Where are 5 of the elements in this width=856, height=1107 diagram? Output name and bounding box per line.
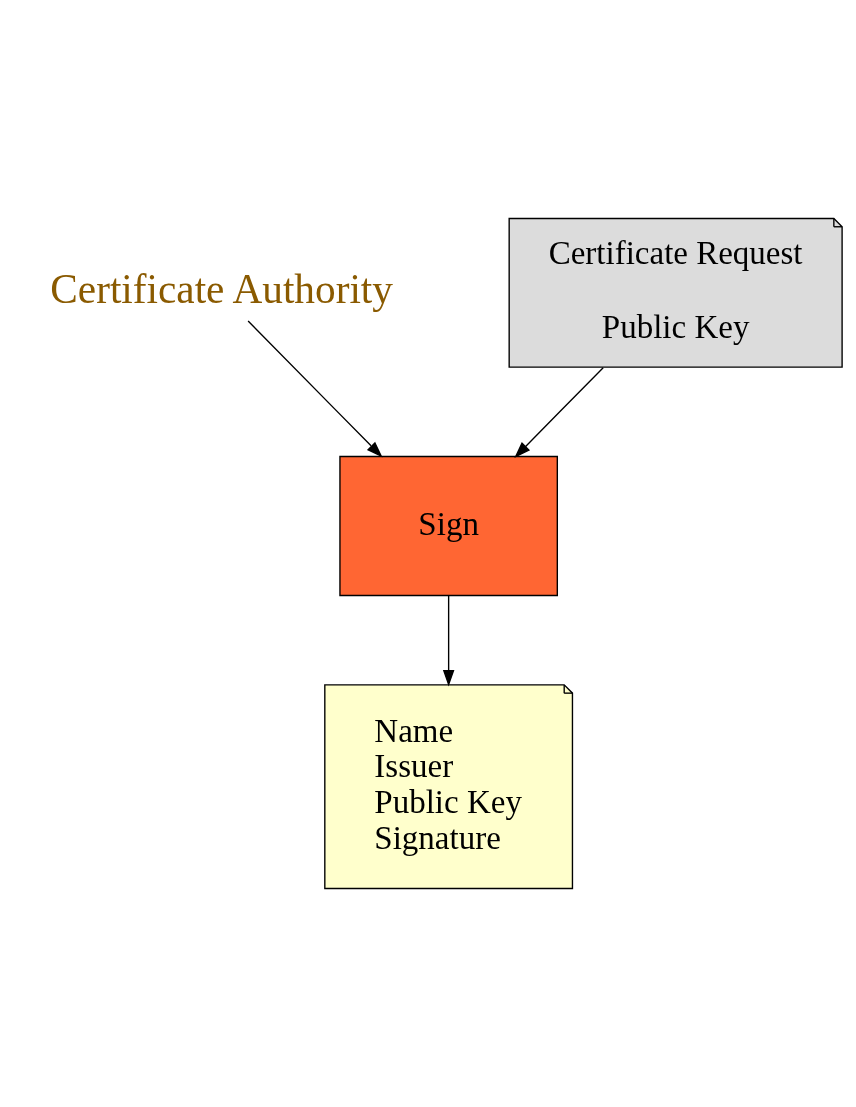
arrow bbox=[514, 367, 604, 458]
node-text: Certificate Authority bbox=[50, 266, 393, 313]
arrow bbox=[247, 320, 383, 458]
node-box: Sign bbox=[339, 455, 558, 597]
arrow bbox=[442, 595, 455, 687]
